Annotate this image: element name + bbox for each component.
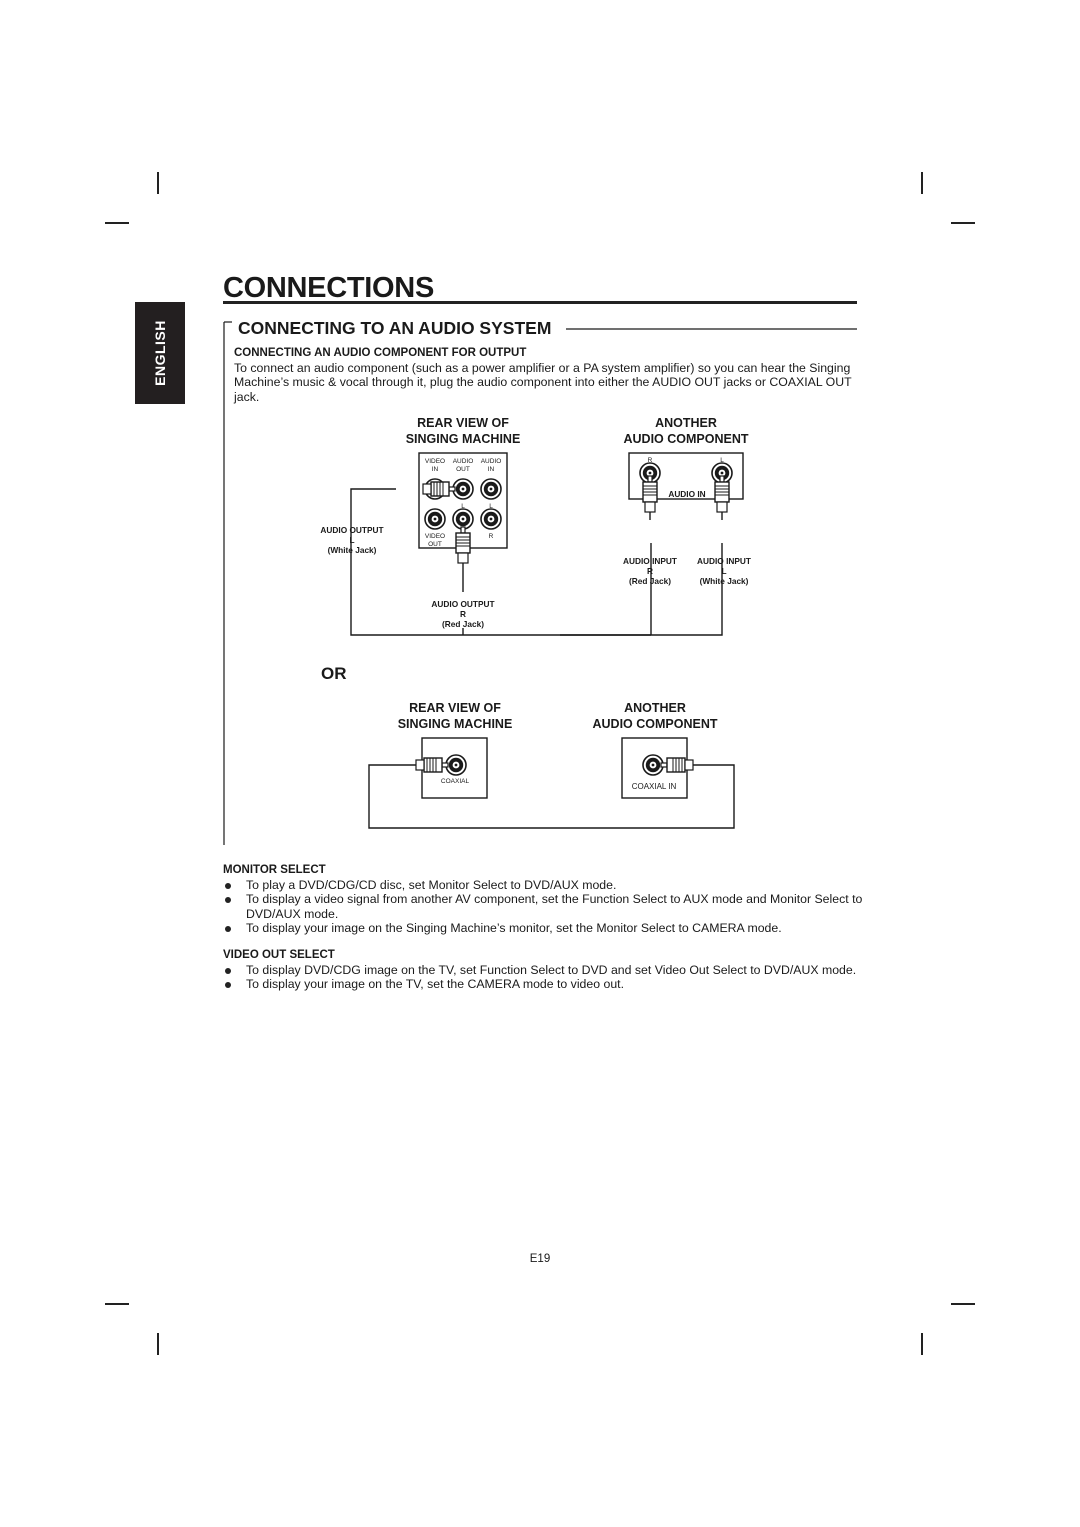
- crop-mark: [951, 222, 975, 224]
- jack-icon: [452, 478, 474, 500]
- jack-icon: [480, 508, 502, 530]
- rca-plug-icon: [455, 526, 471, 572]
- cable: [368, 764, 735, 829]
- page-number: E19: [529, 1253, 551, 1265]
- panel-label: IN: [432, 466, 439, 473]
- audio-input-r-label: (Red Jack): [629, 576, 671, 586]
- jack-icon: [445, 754, 467, 776]
- jack-icon: [452, 508, 474, 530]
- panel-label: L: [461, 503, 465, 510]
- monitor-select-list: To play a DVD/CDG/CD disc, set Monitor S…: [223, 878, 863, 936]
- audio-input-r-label: R: [647, 566, 653, 576]
- diagram-rca: REAR VIEW OF SINGING MACHINE ANOTHER AUD…: [320, 416, 751, 636]
- section-frame: [223, 321, 857, 845]
- panel-label: AUDIO: [453, 458, 474, 465]
- language-tab: ENGLISH: [135, 302, 185, 404]
- video-out-select-list: To display DVD/CDG image on the TV, set …: [223, 963, 863, 992]
- monitor-select-heading: MONITOR SELECT: [223, 864, 326, 876]
- crop-mark: [951, 1303, 975, 1305]
- audio-output-r-label: R: [460, 609, 466, 619]
- video-out-select-heading: VIDEO OUT SELECT: [223, 949, 335, 961]
- page-title: CONNECTIONS: [223, 272, 434, 304]
- crop-mark: [921, 1333, 923, 1355]
- audio-output-l-label: AUDIO OUTPUT: [320, 525, 383, 535]
- diagram-coaxial: REAR VIEW OF SINGING MACHINE ANOTHER AUD…: [368, 701, 735, 829]
- crop-mark: [157, 1333, 159, 1355]
- diagram2-right-title-1: ANOTHER: [624, 701, 686, 715]
- subheading: CONNECTING AN AUDIO COMPONENT FOR OUTPUT: [234, 347, 527, 359]
- jack-icon: [424, 508, 446, 530]
- audio-input-r-label: AUDIO INPUT: [623, 556, 677, 566]
- audio-input-l-label: AUDIO INPUT: [697, 556, 751, 566]
- jack-icon: [480, 478, 502, 500]
- diagram2-right-title-2: AUDIO COMPONENT: [593, 717, 718, 731]
- crop-mark: [105, 1303, 129, 1305]
- panel-label: OUT: [456, 466, 470, 473]
- diagram1-right-title-2: AUDIO COMPONENT: [624, 432, 749, 446]
- list-item: To display a video signal from another A…: [223, 892, 863, 921]
- panel-label: L: [489, 503, 493, 510]
- diagram1-left-title-2: SINGING MACHINE: [406, 432, 521, 446]
- title-rule: [223, 301, 857, 304]
- audio-input-l-label: L: [721, 566, 726, 576]
- audio-output-r-label: (Red Jack): [442, 619, 484, 629]
- intro-paragraph: To connect an audio component (such as a…: [234, 361, 852, 404]
- diagram1-left-title-1: REAR VIEW OF: [417, 416, 509, 430]
- panel-label: IN: [488, 466, 495, 473]
- rca-plug-icon: [642, 475, 658, 521]
- diagram1-right-title-1: ANOTHER: [655, 416, 717, 430]
- panel-label: R: [648, 457, 653, 464]
- audio-output-l-label: (White Jack): [328, 545, 377, 555]
- coaxial-label: COAXIAL: [441, 778, 470, 785]
- list-item: To display DVD/CDG image on the TV, set …: [223, 963, 863, 977]
- audio-in-label: AUDIO IN: [668, 489, 705, 499]
- audio-output-r-label: AUDIO OUTPUT: [431, 599, 494, 609]
- panel-label: R: [489, 533, 494, 540]
- jack-icon: [642, 754, 664, 776]
- crop-mark: [921, 172, 923, 194]
- crop-mark: [157, 172, 159, 194]
- panel-label: VIDEO: [425, 533, 445, 540]
- list-item: To display your image on the Singing Mac…: [223, 921, 863, 935]
- diagram2-left-title-2: SINGING MACHINE: [398, 717, 513, 731]
- panel-label: AUDIO: [481, 458, 502, 465]
- section-title: CONNECTING TO AN AUDIO SYSTEM: [238, 318, 558, 339]
- or-label: OR: [321, 664, 347, 683]
- panel-label: OUT: [428, 541, 442, 548]
- panel-label: L: [720, 457, 724, 464]
- cable: [350, 488, 723, 636]
- list-item: To play a DVD/CDG/CD disc, set Monitor S…: [223, 878, 863, 892]
- diagram2-left-title-1: REAR VIEW OF: [409, 701, 501, 715]
- audio-output-l-label: L: [349, 535, 354, 545]
- rca-plug-icon: [714, 475, 730, 521]
- crop-mark: [105, 222, 129, 224]
- coaxial-in-label: COAXIAL IN: [632, 782, 677, 791]
- list-item: To display your image on the TV, set the…: [223, 977, 863, 991]
- panel-label: VIDEO: [425, 458, 445, 465]
- audio-input-l-label: (White Jack): [700, 576, 749, 586]
